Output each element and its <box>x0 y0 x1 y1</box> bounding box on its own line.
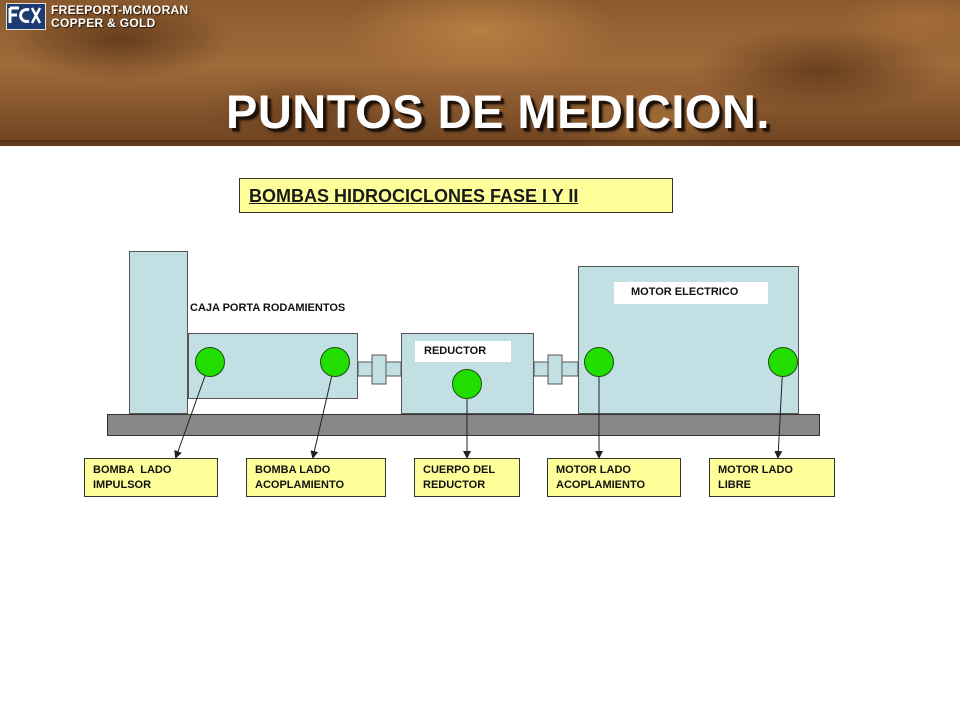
point-label-2-line2: ACOPLAMIENTO <box>255 479 345 491</box>
point-label-3-line1: CUERPO DEL <box>423 464 496 476</box>
point-label-5-line2: LIBRE <box>718 479 751 491</box>
point-label-2-line1: BOMBA LADO <box>255 464 331 476</box>
sensor-dot-motor-free-side <box>768 347 798 377</box>
logo-line-1: FREEPORT-MCMORAN <box>51 2 189 17</box>
reducer-label: REDUCTOR <box>415 341 511 362</box>
point-label-1-line2: IMPULSOR <box>93 479 152 491</box>
leader-arrow-1 <box>174 361 211 459</box>
point-label-5: MOTOR LADO LIBRE <box>709 458 835 497</box>
slide-title: PUNTOS DE MEDICION. <box>226 85 770 138</box>
leader-arrow-5 <box>774 361 784 459</box>
point-label-4-line2: ACOPLAMIENTO <box>556 479 646 491</box>
point-label-1-line1: BOMBA LADO <box>93 464 172 476</box>
motor-label: MOTOR ELECTRICO <box>614 282 768 304</box>
leader-arrow-2 <box>310 361 336 459</box>
point-label-1: BOMBA LADO IMPULSOR <box>84 458 218 497</box>
machine-base <box>107 414 820 436</box>
logo-line-2: COPPER & GOLD <box>51 15 156 30</box>
coupling-reducer-motor <box>533 354 579 385</box>
point-label-5-line1: MOTOR LADO <box>718 464 793 476</box>
sensor-dot-pump-coupling-side <box>320 347 350 377</box>
logo-wordmark: FREEPORT-MCMORAN COPPER & GOLD <box>51 2 189 30</box>
diagram-heading: BOMBAS HIDROCICLONES FASE I Y II <box>249 186 579 206</box>
pump-casing <box>129 251 188 414</box>
sensor-dot-motor-coupling-side <box>584 347 614 377</box>
point-label-4: MOTOR LADO ACOPLAMIENTO <box>547 458 681 497</box>
header-banner: FREEPORT-MCMORAN COPPER & GOLD PUNTOS DE… <box>0 0 960 146</box>
coupling-pump-reducer <box>357 354 402 385</box>
point-label-4-line1: MOTOR LADO <box>556 464 631 476</box>
diagram-heading-box: BOMBAS HIDROCICLONES FASE I Y II <box>239 178 673 213</box>
sensor-dot-pump-impeller-side <box>195 347 225 377</box>
point-label-3: CUERPO DEL REDUCTOR <box>414 458 520 497</box>
sensor-dot-reducer-body <box>452 369 482 399</box>
bearing-housing-label: CAJA PORTA RODAMIENTOS <box>190 302 346 314</box>
logo-mark-icon <box>6 3 46 30</box>
point-label-3-line2: REDUCTOR <box>423 479 486 491</box>
company-logo: FREEPORT-MCMORAN COPPER & GOLD <box>6 3 188 30</box>
logo-glyph-icon <box>8 6 42 24</box>
point-label-2: BOMBA LADO ACOPLAMIENTO <box>246 458 386 497</box>
banner-shadow <box>0 140 960 146</box>
